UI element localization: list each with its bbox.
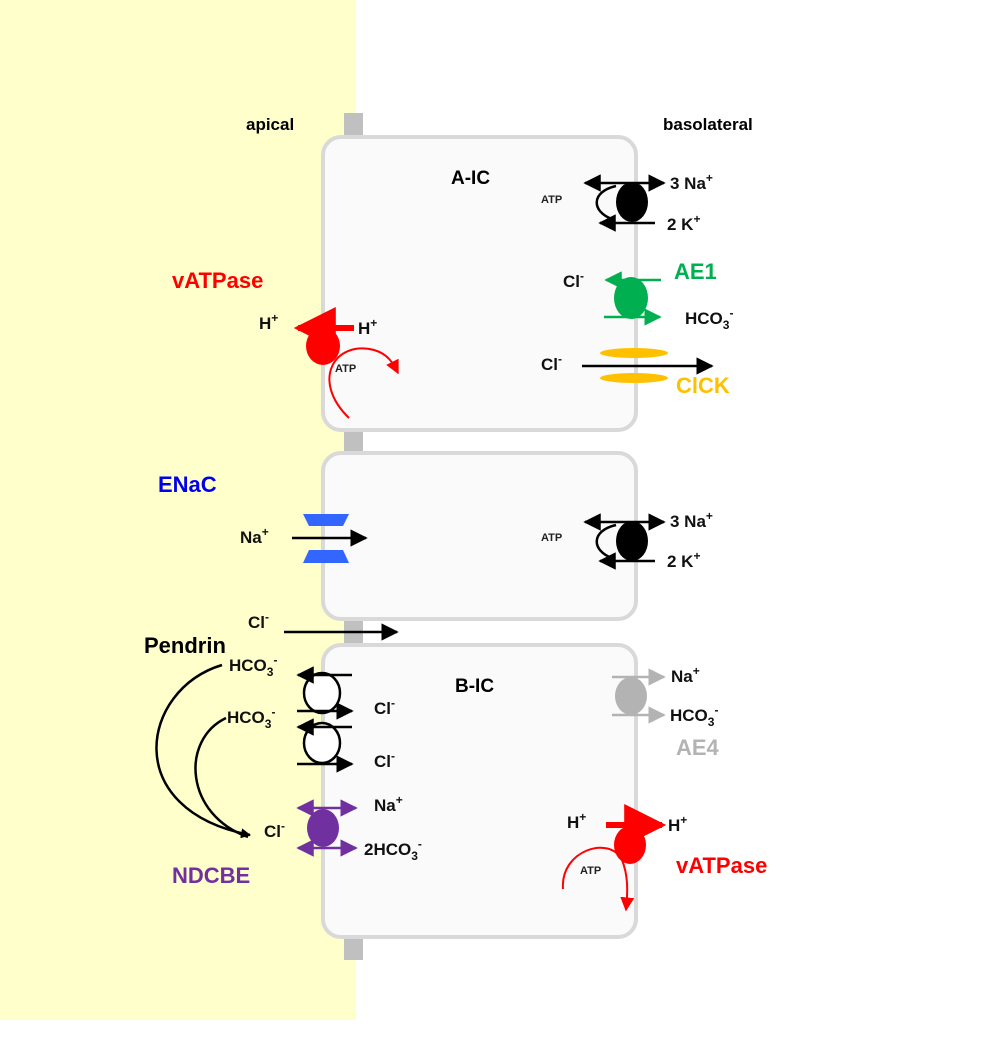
na-label: Na+ [374, 793, 403, 815]
enac-channel: ENaC Na+ [158, 472, 368, 563]
na-label: 3 Na+ [670, 171, 713, 193]
cl-label: Cl- [264, 819, 285, 841]
na-k-atpase-aic: ATP 3 Na+ 2 K+ [541, 171, 713, 234]
h-blood-label: H+ [668, 813, 687, 835]
ae4-exchanger: AE4 Na+ HCO3- [612, 664, 720, 760]
atp-label: ATP [541, 194, 562, 206]
atp-label: ATP [580, 865, 601, 877]
cl-label: Cl- [374, 749, 395, 771]
pendrin-exchanger: Pendrin HCO3- HCO3- Cl- Cl- [144, 633, 395, 773]
apical-label: apical [246, 115, 294, 134]
clck-name: ClCK [676, 373, 730, 398]
h-cell-label: H+ [567, 810, 586, 832]
b-ic-title: B-IC [455, 676, 494, 697]
ae4-name: AE4 [676, 735, 720, 760]
na-label: 3 Na+ [670, 509, 713, 531]
ae1-exchanger: AE1 Cl- HCO3- [563, 259, 733, 332]
cl-label: Cl- [563, 269, 584, 291]
h-cell-label: H+ [358, 316, 377, 338]
hco3-label: HCO3- [227, 705, 275, 731]
clck-channel: ClCK Cl- [541, 348, 730, 398]
recycling-arrow-inner [194, 716, 249, 839]
vatpase-basolateral: vATPase H+ H+ ATP [561, 804, 767, 912]
vatpase-name: vATPase [172, 268, 263, 293]
hco3-label: HCO3- [229, 653, 277, 679]
cl-label: Cl- [248, 610, 269, 632]
atp-label: ATP [335, 363, 356, 375]
principal-cell [321, 451, 638, 621]
ndcbe-exchanger: NDCBE Cl- Na+ 2HCO3- [172, 793, 422, 888]
na-label: Na+ [671, 664, 700, 686]
cl-label: Cl- [541, 352, 562, 374]
recycling-arrow-outer [155, 663, 251, 839]
ae1-name: AE1 [674, 259, 717, 284]
a-ic-title: A-IC [451, 168, 490, 189]
basolateral-label: basolateral [663, 115, 753, 134]
enac-name: ENaC [158, 472, 217, 497]
hco3-label: HCO3- [685, 306, 733, 332]
na-k-atpase-pc: ATP 3 Na+ 2 K+ [541, 509, 713, 571]
atp-label: ATP [541, 532, 562, 544]
hco3-label: HCO3- [670, 703, 718, 729]
tight-junction [344, 935, 363, 960]
k-label: 2 K+ [667, 212, 700, 234]
cl-label: Cl- [374, 696, 395, 718]
k-label: 2 K+ [667, 549, 700, 571]
ndcbe-name: NDCBE [172, 863, 250, 888]
hco3-label: 2HCO3- [364, 837, 422, 863]
na-label: Na+ [240, 525, 269, 547]
b-ic-cell [321, 643, 638, 939]
vatpase-name: vATPase [676, 853, 767, 878]
tight-junction [344, 428, 363, 453]
vatpase-apical: vATPase H+ H+ ATP [172, 268, 399, 419]
paracellular-cl-flux: Cl- [248, 610, 399, 641]
h-lumen-label: H+ [259, 311, 278, 333]
pendrin-name: Pendrin [144, 633, 226, 658]
